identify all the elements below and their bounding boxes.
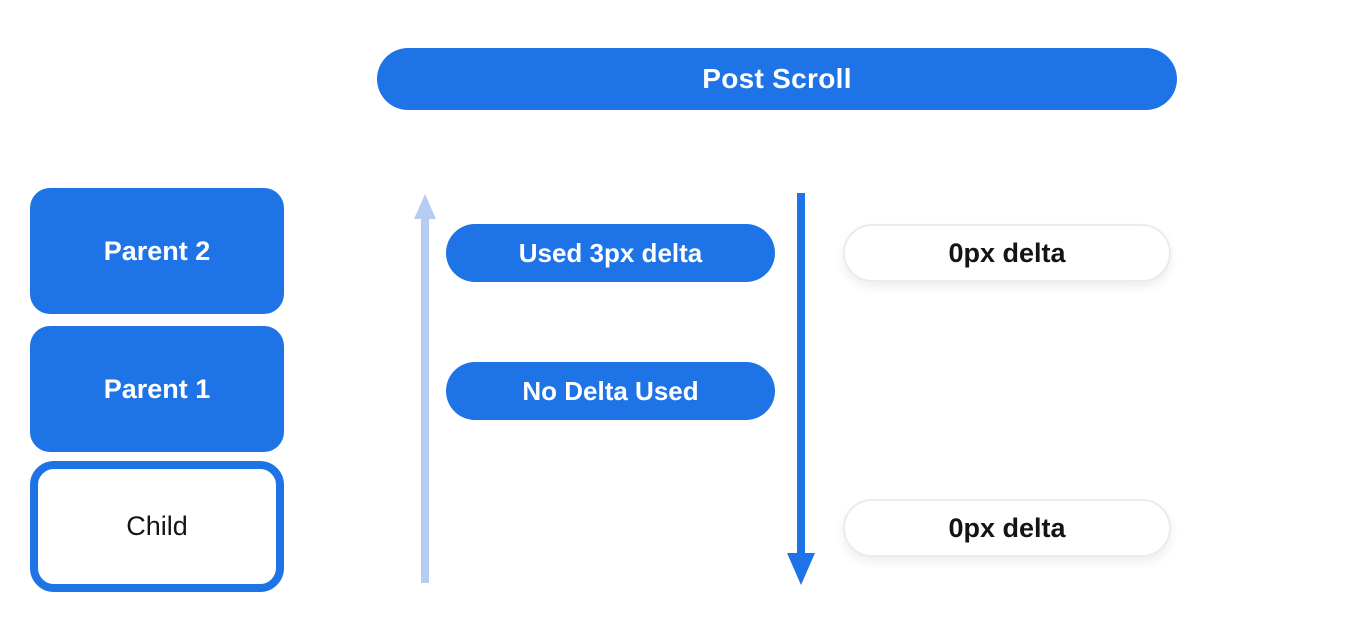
parent2-node-label: Parent 2 xyxy=(103,235,211,266)
zero-px-delta-top-label: 0px delta xyxy=(948,237,1066,268)
used-3px-delta-pill: Used 3px delta xyxy=(446,224,775,282)
no-delta-used-label: No Delta Used xyxy=(522,375,699,406)
used-3px-delta-label: Used 3px delta xyxy=(518,237,703,268)
zero-px-delta-bottom-pill: 0px delta xyxy=(843,499,1171,557)
scroll-up-arrow-icon xyxy=(414,194,436,583)
child-node: Child xyxy=(30,461,284,592)
parent2-node: Parent 2 xyxy=(30,188,284,314)
parent1-node: Parent 1 xyxy=(30,326,284,452)
parent1-node-label: Parent 1 xyxy=(103,373,211,404)
scroll-down-arrow-icon xyxy=(787,193,815,585)
post-scroll-header-label: Post Scroll xyxy=(702,63,852,94)
no-delta-used-pill: No Delta Used xyxy=(446,362,775,420)
zero-px-delta-bottom-label: 0px delta xyxy=(948,512,1066,543)
post-scroll-header: Post Scroll xyxy=(377,48,1177,110)
zero-px-delta-top-pill: 0px delta xyxy=(843,224,1171,282)
child-node-label: Child xyxy=(126,511,188,541)
